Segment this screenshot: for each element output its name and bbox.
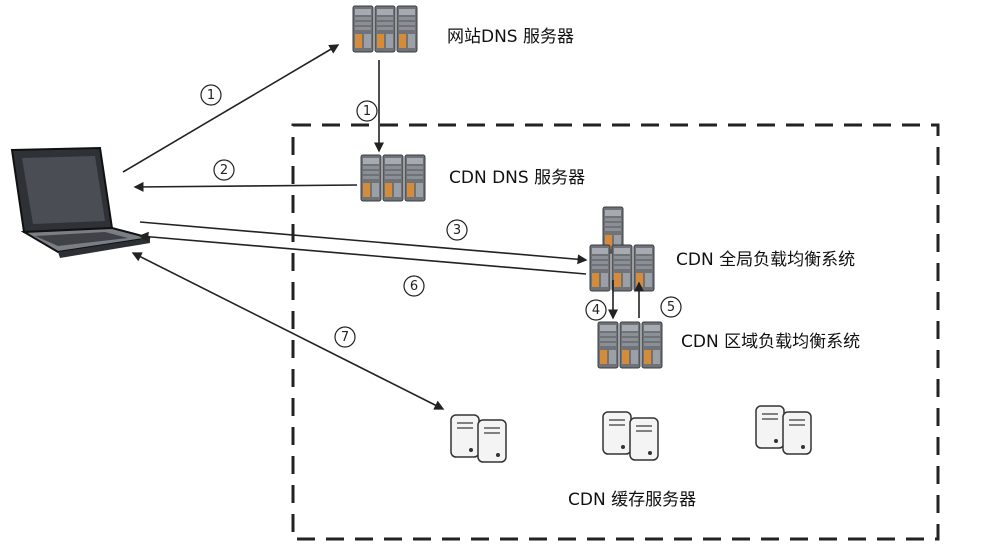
svg-text:1: 1 [363,104,371,119]
global-lb-server-icon [589,206,655,292]
cache-server-icon [602,411,659,461]
edge-client-cache-bidirectional [131,252,445,410]
edge-client-to-global-lb [139,221,588,265]
cdn-dns-server-icon [360,154,426,202]
regional-lb-label: CDN 区域负载均衡系统 [681,332,860,352]
svg-text:5: 5 [667,300,675,315]
svg-text:1: 1 [207,88,215,103]
cache-server-icon [450,414,507,463]
cache-server-icon [755,405,812,455]
svg-text:7: 7 [341,330,349,345]
svg-text:6: 6 [410,279,418,294]
cache-label: CDN 缓存服务器 [568,490,696,510]
svg-text:4: 4 [592,303,600,318]
svg-text:2: 2 [220,163,228,178]
site-dns-label: 网站DNS 服务器 [447,27,574,47]
step-2-marker: 2 [213,159,235,181]
cdn-network-boundary [291,123,940,541]
edge-client-to-site-dns [122,44,340,173]
step-6-marker: 6 [403,275,425,297]
step-1-site-dns-marker: 1 [200,84,222,106]
edge-cdn-dns-to-client [133,181,358,192]
svg-text:3: 3 [453,223,461,238]
step-5-marker: 5 [660,296,682,318]
regional-lb-server-icon [597,321,663,369]
site-dns-server-icon [352,5,418,53]
step-7-marker: 7 [334,326,356,348]
step-1-cdn-dns-marker: 1 [356,100,378,122]
cdn-dns-label: CDN DNS 服务器 [449,168,585,188]
global-lb-label: CDN 全局负载均衡系统 [676,250,855,270]
step-3-marker: 3 [446,219,468,241]
laptop-icon [10,146,151,258]
step-4-marker: 4 [585,299,607,321]
